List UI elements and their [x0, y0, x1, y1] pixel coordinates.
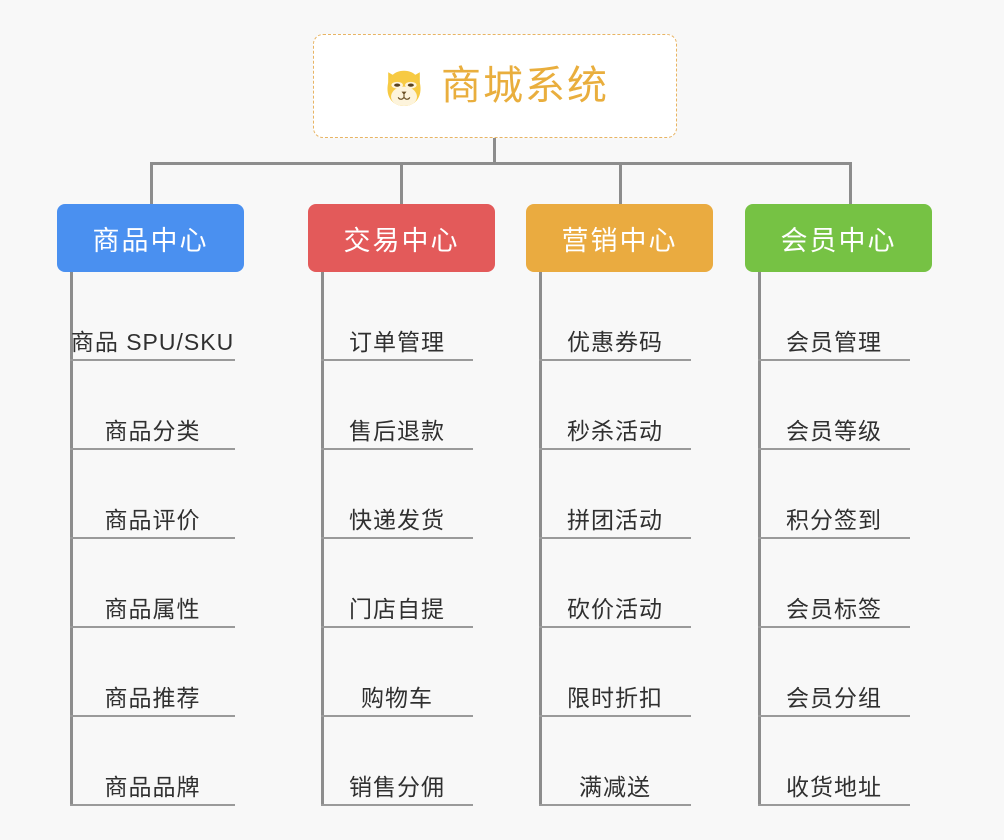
leaf-list-product-center: 商品 SPU/SKU 商品分类 商品评价 商品属性 商品推荐 商品品牌 [70, 272, 235, 806]
branch-marketing-center: 营销中心 优惠券码 秒杀活动 拼团活动 砍价活动 限时折扣 满减送 [526, 204, 713, 806]
category-header-product-center[interactable]: 商品中心 [57, 204, 244, 272]
connector-drop-marketing-center [619, 162, 622, 206]
leaf-item[interactable]: 售后退款 [321, 361, 473, 450]
category-label: 商品中心 [92, 225, 209, 256]
leaf-item[interactable]: 积分签到 [758, 450, 910, 539]
leaf-item[interactable]: 秒杀活动 [539, 361, 691, 450]
connector-drop-product-center [150, 162, 153, 206]
leaf-item[interactable]: 商品分类 [70, 361, 235, 450]
branch-product-center: 商品中心 商品 SPU/SKU 商品分类 商品评价 商品属性 商品推荐 商品品牌 [57, 204, 244, 806]
connector-drop-member-center [849, 162, 852, 206]
branch-spine [758, 272, 761, 806]
leaf-item[interactable]: 收货地址 [758, 717, 910, 806]
leaf-item[interactable]: 会员标签 [758, 539, 910, 628]
category-label: 会员中心 [780, 225, 897, 256]
leaf-item[interactable]: 会员等级 [758, 361, 910, 450]
leaf-item[interactable]: 门店自提 [321, 539, 473, 628]
leaf-list-trade-center: 订单管理 售后退款 快递发货 门店自提 购物车 销售分佣 [321, 272, 473, 806]
connector-root-stem [493, 138, 496, 165]
shiba-dog-face-icon [381, 65, 427, 111]
leaf-list-member-center: 会员管理 会员等级 积分签到 会员标签 会员分组 收货地址 [758, 272, 910, 806]
leaf-item[interactable]: 商品 SPU/SKU [70, 272, 235, 361]
leaf-item[interactable]: 商品推荐 [70, 628, 235, 717]
branch-spine [321, 272, 324, 806]
category-header-marketing-center[interactable]: 营销中心 [526, 204, 713, 272]
leaf-item[interactable]: 会员分组 [758, 628, 910, 717]
connector-drop-trade-center [400, 162, 403, 206]
root-title: 商城系统 [441, 64, 609, 108]
root-node[interactable]: 商城系统 [313, 34, 677, 138]
leaf-list-marketing-center: 优惠券码 秒杀活动 拼团活动 砍价活动 限时折扣 满减送 [539, 272, 691, 806]
branch-member-center: 会员中心 会员管理 会员等级 积分签到 会员标签 会员分组 收货地址 [745, 204, 932, 806]
leaf-item[interactable]: 砍价活动 [539, 539, 691, 628]
leaf-item[interactable]: 优惠券码 [539, 272, 691, 361]
leaf-item[interactable]: 满减送 [539, 717, 691, 806]
leaf-item[interactable]: 限时折扣 [539, 628, 691, 717]
category-label: 营销中心 [561, 225, 678, 256]
leaf-item[interactable]: 商品品牌 [70, 717, 235, 806]
leaf-item[interactable]: 订单管理 [321, 272, 473, 361]
leaf-item[interactable]: 销售分佣 [321, 717, 473, 806]
leaf-item[interactable]: 会员管理 [758, 272, 910, 361]
leaf-item[interactable]: 购物车 [321, 628, 473, 717]
category-header-member-center[interactable]: 会员中心 [745, 204, 932, 272]
leaf-item[interactable]: 拼团活动 [539, 450, 691, 539]
branch-spine [70, 272, 73, 806]
connector-horizontal-bus [150, 162, 852, 165]
leaf-item[interactable]: 商品评价 [70, 450, 235, 539]
branch-trade-center: 交易中心 订单管理 售后退款 快递发货 门店自提 购物车 销售分佣 [308, 204, 495, 806]
branch-spine [539, 272, 542, 806]
category-header-trade-center[interactable]: 交易中心 [308, 204, 495, 272]
leaf-item[interactable]: 商品属性 [70, 539, 235, 628]
leaf-item[interactable]: 快递发货 [321, 450, 473, 539]
category-label: 交易中心 [343, 225, 460, 256]
